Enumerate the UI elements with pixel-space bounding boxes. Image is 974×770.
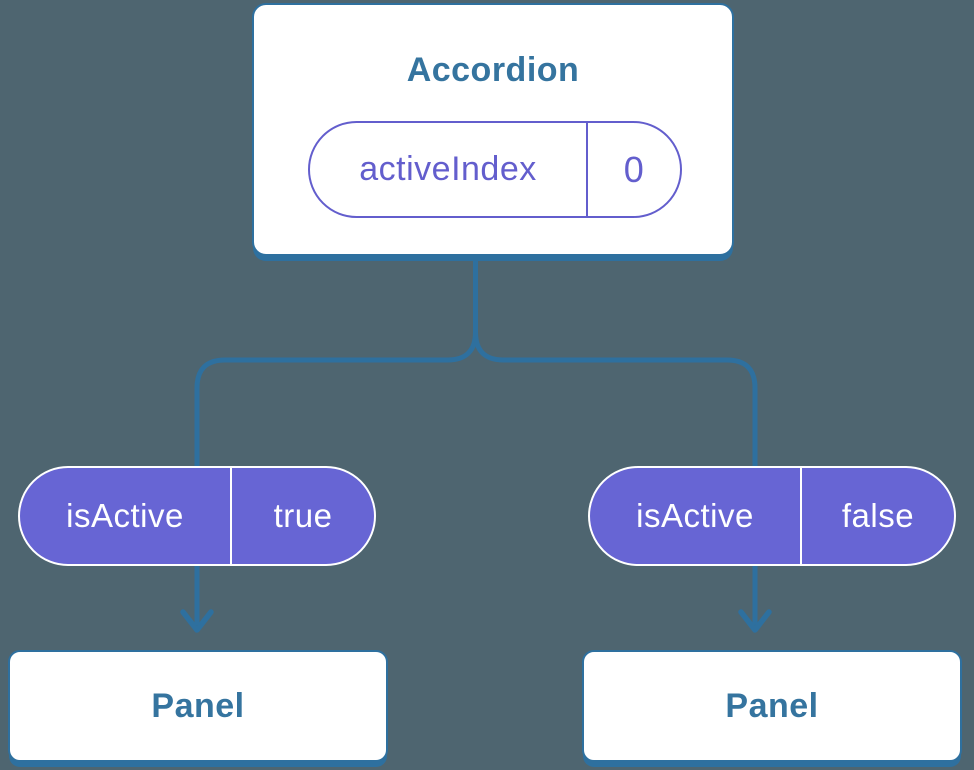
branch-line-right [473,256,758,625]
panel-title: Panel [725,686,819,725]
state-pill-label: activeIndex [359,150,537,188]
state-pill-activeindex: activeIndex 0 [308,121,682,218]
prop-pill-value: false [800,468,954,564]
arrowhead-down-icon [180,609,214,633]
panel-component-card-right: Panel [582,650,962,762]
prop-pill-isactive-true: isActive true [18,466,376,566]
accordion-component-card: Accordion activeIndex 0 [252,3,734,256]
prop-pill-label: isActive [66,497,184,534]
state-pill-value: 0 [586,123,680,216]
branch-line-left [194,256,478,625]
prop-pill-value: true [230,468,374,564]
prop-pill-label: isActive [636,497,754,534]
arrowhead-down-icon [738,609,772,633]
panel-title: Panel [151,686,245,725]
prop-pill-isactive-false: isActive false [588,466,956,566]
accordion-title: Accordion [406,51,580,89]
panel-component-card-left: Panel [8,650,388,762]
